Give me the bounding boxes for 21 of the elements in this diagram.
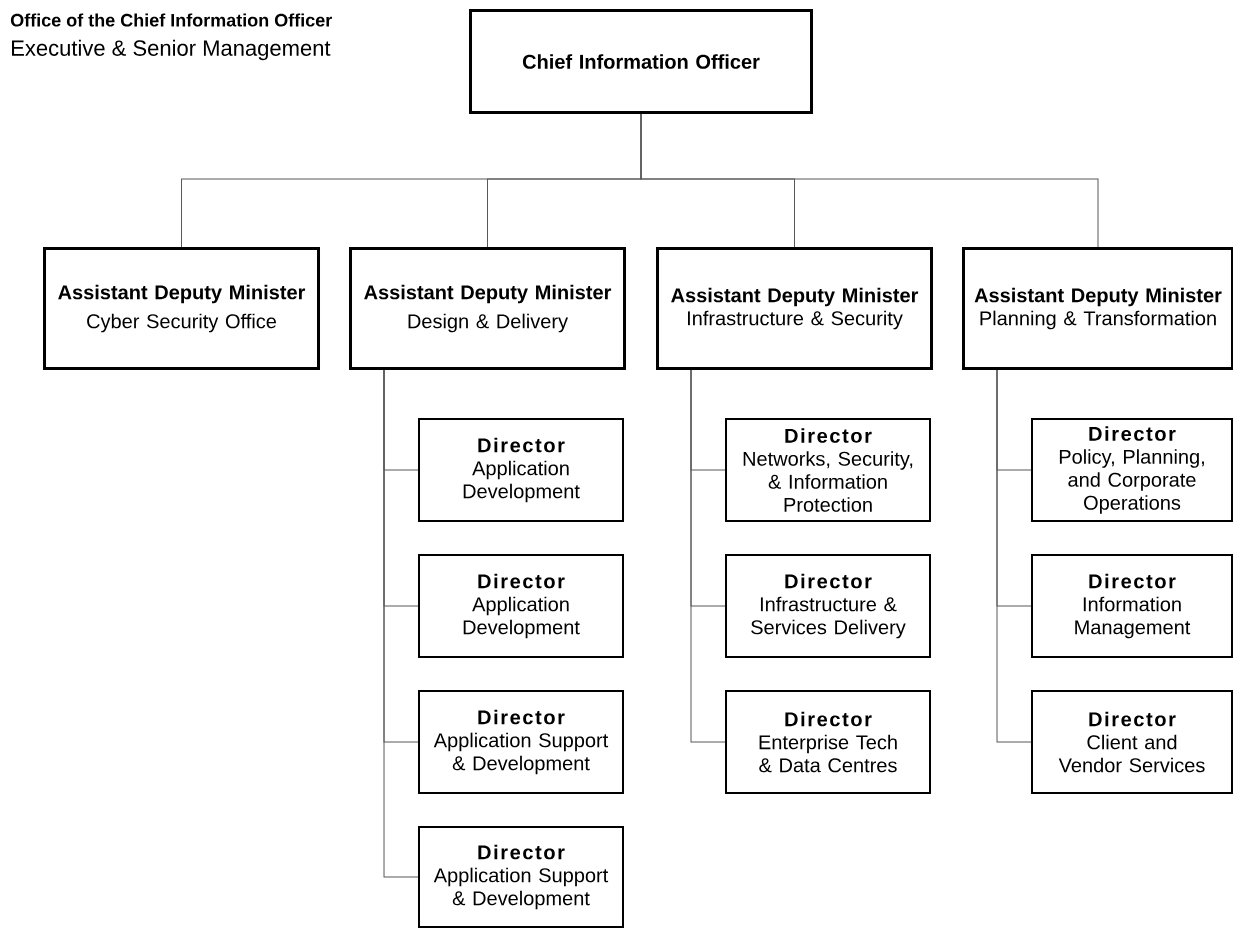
chart-title: Office of the Chief Information Officer	[10, 13, 332, 27]
position-box: Director Application Support & Development	[418, 826, 624, 928]
position-box: Director Infrastructure & Services Delivery	[725, 554, 931, 658]
position-box: Assistant Deputy Minister Cyber Security Office	[43, 247, 320, 370]
position-box: Director Application Development	[418, 418, 624, 522]
position-box: Director Networks, Security, & Information Protection	[725, 418, 931, 522]
connector-line	[996, 369, 1032, 743]
position-box: Director Client and Vendor Services	[1031, 690, 1233, 794]
position-box: Assistant Deputy Minister Planning & Transformation	[962, 247, 1233, 370]
position-box: Director Application Development	[418, 554, 624, 658]
position-box: Director Information Management	[1031, 554, 1233, 658]
position-box: Director Enterprise Tech & Data Centres	[725, 690, 931, 794]
connector-line	[640, 113, 1099, 248]
position-box: Director Policy, Planning, and Corporate Operations	[1031, 418, 1233, 522]
subtitle: Executive & Senior Management	[12, 39, 331, 61]
connector-line	[383, 369, 419, 878]
position-box: Assistant Deputy Minister Infrastructure & Security	[656, 247, 933, 370]
executive-box: Chief Information Officer	[469, 9, 813, 114]
position-box: Assistant Deputy Minister Design & Delivery	[349, 247, 626, 370]
position-box: Director Application Support & Development	[418, 690, 624, 794]
connector-line	[690, 369, 726, 743]
